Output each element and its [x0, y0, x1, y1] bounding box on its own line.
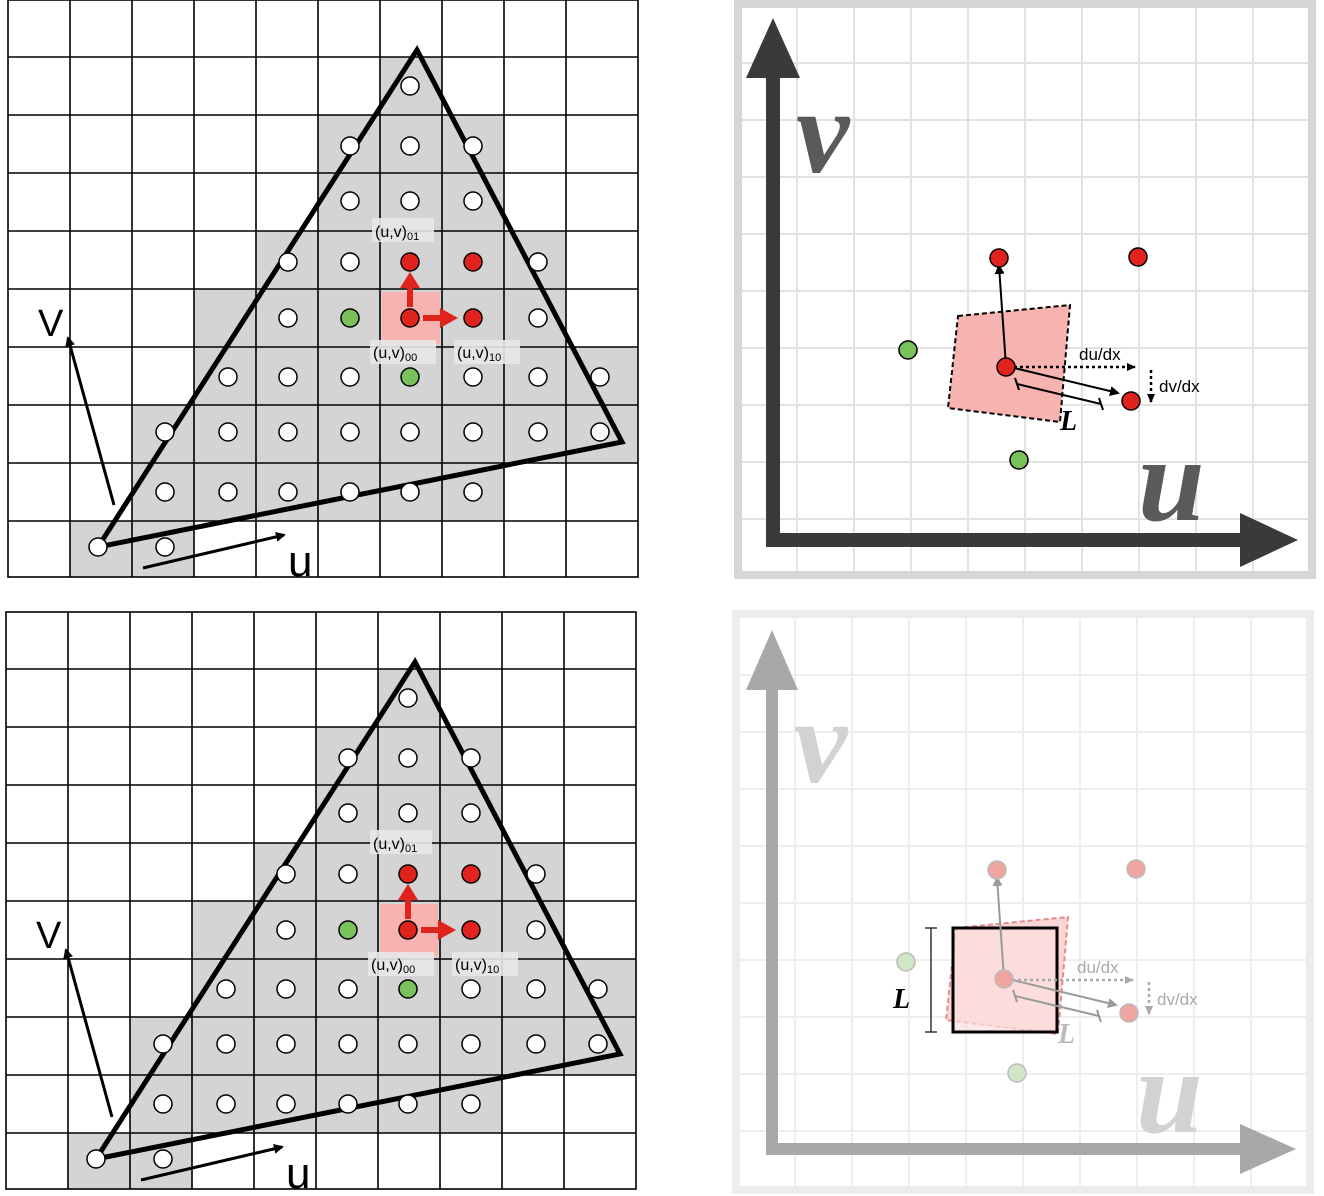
- label-uv10: (u,v): [457, 345, 489, 362]
- svg-text:(u,v)01: (u,v)01: [373, 836, 417, 855]
- uv-labels: (u,v)01 (u,v)00 (u,v)10: [368, 830, 518, 976]
- v-direction-arrow: [65, 336, 116, 506]
- triangle-outline: [92, 45, 626, 551]
- label-uv01-sub: 01: [407, 231, 419, 243]
- dv-vector: [994, 264, 1007, 367]
- label-uv01: (u,v): [373, 836, 405, 853]
- uv-axes: [746, 630, 1296, 1174]
- length-marker: [1014, 377, 1104, 411]
- triangle-outline: [90, 657, 624, 1163]
- pixel-grid: [5, 611, 637, 1190]
- dv-dx-label: dv/dx: [1159, 377, 1200, 396]
- uv-axes: [746, 18, 1298, 567]
- derivative-arrows: [400, 272, 458, 328]
- sample-points: [86, 688, 608, 1169]
- v-axis-label: v: [796, 65, 851, 198]
- green-samples: [338, 920, 418, 999]
- svg-text:(u,v)10: (u,v)10: [457, 345, 501, 364]
- label-uv00-sub: 00: [405, 352, 417, 364]
- box-length-label: L: [892, 984, 910, 1015]
- v-axis-label: v: [794, 675, 849, 808]
- red-samples: [400, 252, 483, 328]
- length-label: L: [1057, 1019, 1075, 1050]
- red-samples: [398, 864, 481, 940]
- svg-text:(u,v)01: (u,v)01: [375, 224, 419, 243]
- u-label: u: [288, 537, 312, 586]
- label-uv10-sub: 10: [487, 964, 499, 976]
- length-label: L: [1059, 406, 1077, 437]
- v-label: V: [38, 303, 64, 345]
- du-vector: [1003, 977, 1118, 1008]
- u-label: u: [286, 1149, 310, 1196]
- screen-space-panel-top: (u,v)01 (u,v)00 (u,v)10 V u: [7, 0, 639, 586]
- du-vector: [1005, 365, 1120, 396]
- u-direction-arrow: [142, 531, 286, 570]
- label-uv10: (u,v): [455, 957, 487, 974]
- label-uv00-sub: 00: [403, 964, 415, 976]
- dv-vector: [992, 876, 1005, 979]
- du-dx-label: du/dx: [1079, 345, 1121, 364]
- u-direction-arrow: [140, 1143, 284, 1182]
- derivative-arrows: [398, 884, 456, 940]
- u-axis-label: u: [1138, 413, 1205, 546]
- texture-space-panel-bottom: v u L L du/dx dv/dx: [732, 610, 1314, 1194]
- uv-labels: (u,v)01 (u,v)00 (u,v)10: [370, 218, 520, 364]
- v-label: V: [36, 915, 62, 957]
- v-direction-arrow: [63, 948, 114, 1118]
- du-dx-label: du/dx: [1077, 958, 1119, 977]
- pixel-grid: [7, 0, 639, 578]
- label-uv01: (u,v): [375, 224, 407, 241]
- label-uv01-sub: 01: [405, 843, 417, 855]
- sample-points: [88, 76, 610, 557]
- u-axis-label: u: [1136, 1025, 1203, 1158]
- svg-text:(u,v)00: (u,v)00: [373, 345, 417, 364]
- texel-samples: [898, 247, 1148, 470]
- svg-text:(u,v)00: (u,v)00: [371, 957, 415, 976]
- screen-space-panel-bottom: (u,v)01 (u,v)00 (u,v)10 V u: [5, 611, 637, 1196]
- dv-dx-label: dv/dx: [1157, 990, 1198, 1009]
- box-length-marker: [925, 927, 937, 1033]
- label-uv00: (u,v): [371, 957, 403, 974]
- label-uv10-sub: 10: [489, 352, 501, 364]
- texel-grid: [740, 618, 1306, 1186]
- label-uv00: (u,v): [373, 345, 405, 362]
- length-marker: [1012, 989, 1102, 1023]
- green-samples: [340, 308, 420, 387]
- texture-space-panel-top: v u L du/dx dv/dx: [734, 0, 1316, 579]
- svg-text:(u,v)10: (u,v)10: [455, 957, 499, 976]
- texel-samples: [896, 859, 1146, 1083]
